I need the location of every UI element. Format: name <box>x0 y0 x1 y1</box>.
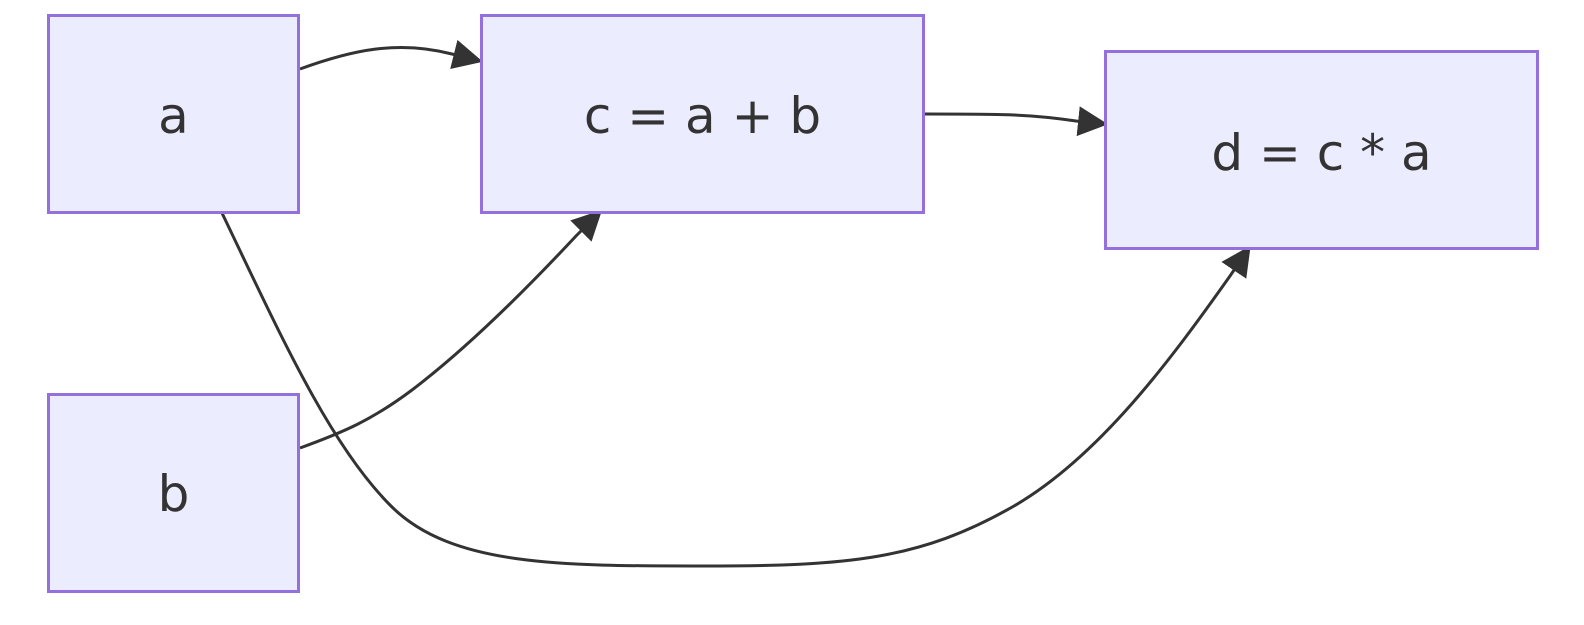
node-d: d = c * a <box>1104 50 1539 250</box>
node-d-label: d = c * a <box>1211 124 1431 182</box>
node-a-label: a <box>158 87 189 145</box>
node-b: b <box>47 393 300 593</box>
node-a: a <box>47 14 300 214</box>
edge-b-to-c <box>299 209 603 450</box>
edge-a-to-d <box>220 212 1251 568</box>
node-c-label: c = a + b <box>584 87 821 145</box>
node-c: c = a + b <box>480 14 925 214</box>
edge-a-to-c <box>299 39 483 71</box>
edge-c-to-d <box>924 106 1108 137</box>
node-b-label: b <box>158 465 190 523</box>
